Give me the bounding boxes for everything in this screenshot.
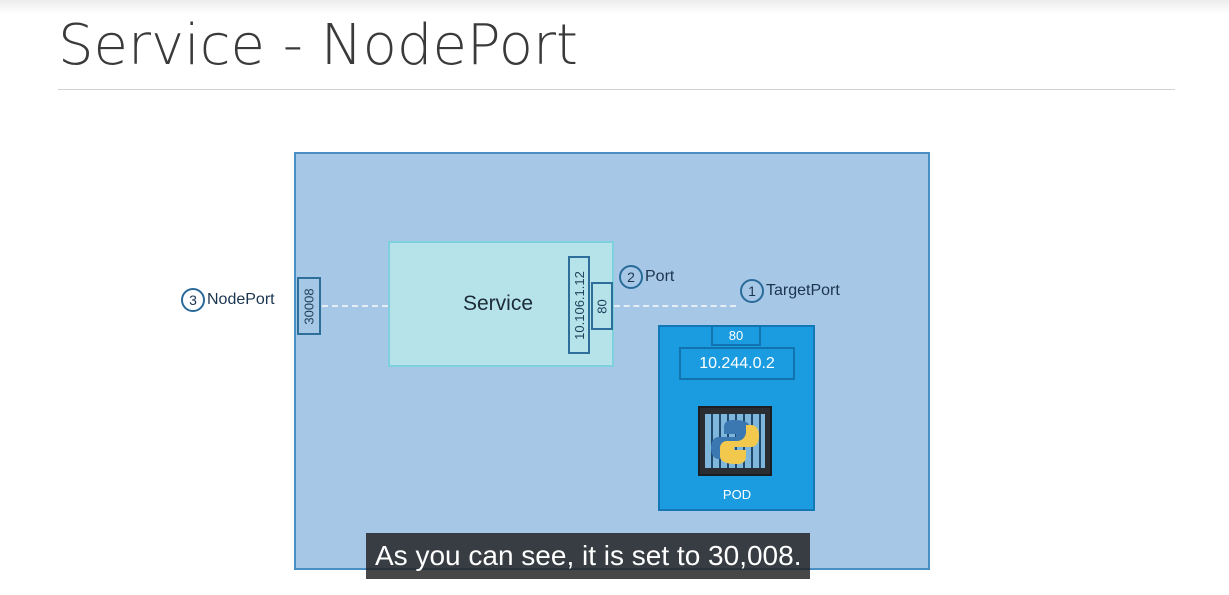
callout-port: 2 Port xyxy=(619,265,674,289)
slide-title: Service - NodePort xyxy=(58,13,578,78)
video-subtitle: As you can see, it is set to 30,008. xyxy=(366,533,811,579)
callout-number: 1 xyxy=(740,279,764,303)
service-ip-value: 10.106.1.12 xyxy=(571,270,587,340)
callout-label: NodePort xyxy=(207,291,275,308)
callout-number: 2 xyxy=(619,265,643,289)
pod-port-box: 80 xyxy=(711,325,761,346)
pod-label: POD xyxy=(722,487,752,502)
service-label: Service xyxy=(463,292,534,315)
nodeport-value: 30008 xyxy=(301,287,317,325)
nodeport-box: 30008 xyxy=(297,277,321,335)
top-shade xyxy=(0,0,1229,14)
callout-label: TargetPort xyxy=(766,282,840,299)
python-container-icon xyxy=(698,406,772,476)
callout-label: Port xyxy=(645,268,675,285)
service-port-box: 80 xyxy=(591,282,613,330)
service-ip-box: 10.106.1.12 xyxy=(568,256,590,354)
targetport-link-line xyxy=(614,305,736,307)
pod-ip-box: 10.244.0.2 xyxy=(679,347,795,380)
callout-number: 3 xyxy=(181,288,205,312)
service-port-value: 80 xyxy=(594,298,610,314)
title-divider xyxy=(58,89,1175,90)
callout-nodeport: 3 NodePort xyxy=(181,288,275,312)
nodeport-link-line xyxy=(322,305,388,307)
callout-targetport: 1 TargetPort xyxy=(740,279,840,303)
